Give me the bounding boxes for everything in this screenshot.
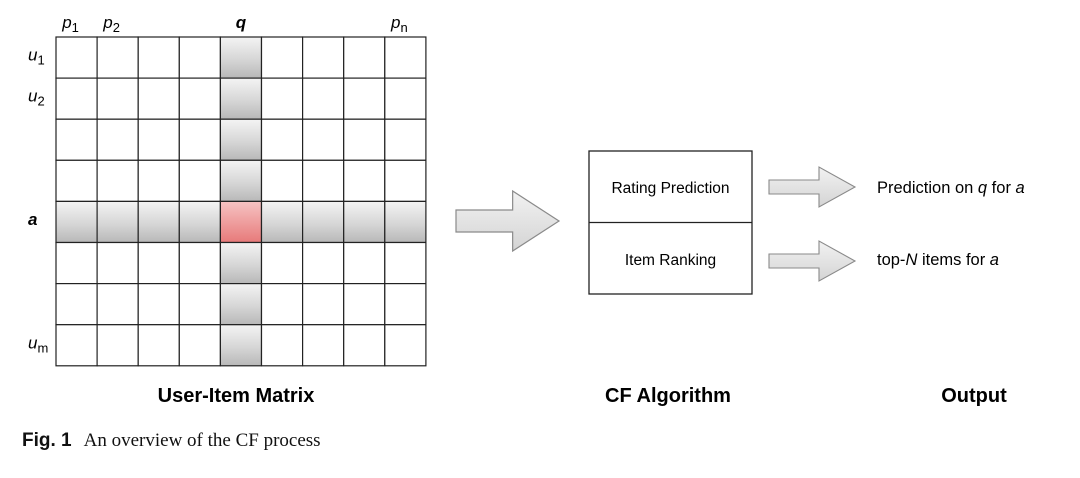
algorithm-title: CF Algorithm	[605, 385, 731, 407]
output-topn-text: top-N items for a	[877, 251, 999, 269]
matrix-cell-highlighted	[96, 200, 139, 244]
matrix-cell	[137, 118, 180, 161]
matrix-cell	[96, 324, 139, 367]
matrix-cell	[384, 159, 427, 203]
matrix-cell	[55, 159, 98, 203]
matrix-cell	[302, 241, 345, 285]
matrix-title: User-Item Matrix	[158, 385, 315, 407]
matrix-cell	[384, 77, 427, 120]
matrix-cell	[96, 36, 139, 79]
item-ranking-label: Item Ranking	[625, 252, 716, 269]
matrix-cell	[343, 283, 386, 326]
matrix-cell-highlighted	[137, 200, 180, 244]
matrix-cell	[178, 324, 222, 367]
matrix-cell-highlighted	[302, 200, 345, 244]
matrix-cell	[178, 77, 222, 120]
matrix-cell	[137, 283, 180, 326]
matrix-cell	[343, 118, 386, 161]
column-label: p2	[102, 13, 120, 35]
matrix-cell	[55, 77, 98, 120]
matrix-cell	[178, 159, 222, 203]
matrix-cell	[96, 159, 139, 203]
row-label: um	[28, 333, 48, 355]
matrix-cell	[96, 77, 139, 120]
matrix-cell	[384, 241, 427, 285]
matrix-cell	[302, 159, 345, 203]
figure-caption: Fig. 1 An overview of the CF process	[22, 430, 321, 452]
matrix-cell	[384, 283, 427, 326]
matrix-cell-target	[219, 200, 263, 244]
matrix-cell-highlighted	[219, 36, 263, 79]
matrix-cell	[302, 36, 345, 79]
cf-algorithm-box: Rating Prediction Item Ranking	[588, 150, 753, 295]
matrix-cell	[55, 324, 98, 367]
matrix-cell	[384, 118, 427, 161]
matrix-cell	[96, 118, 139, 161]
matrix-cell	[302, 118, 345, 161]
matrix-cell	[260, 77, 304, 120]
column-label: p1	[61, 13, 79, 35]
matrix-cell-highlighted	[219, 77, 263, 120]
matrix-cell	[96, 241, 139, 285]
matrix-cell	[178, 36, 222, 79]
matrix-cell-highlighted	[384, 200, 427, 244]
matrix-cell-highlighted	[219, 159, 263, 203]
matrix-cell	[55, 283, 98, 326]
matrix-cell	[302, 77, 345, 120]
output-title: Output	[941, 385, 1007, 407]
matrix-cell-highlighted	[343, 200, 386, 244]
row-label: u2	[28, 87, 45, 109]
matrix-cell	[178, 118, 222, 161]
column-label: q	[236, 13, 247, 32]
matrix-cell	[260, 241, 304, 285]
matrix-cell-highlighted	[178, 200, 222, 244]
matrix-cell	[343, 241, 386, 285]
matrix-cell	[260, 36, 304, 79]
figure-label: Fig. 1	[22, 430, 72, 451]
matrix-cell	[260, 324, 304, 367]
large-right-arrow-icon	[455, 189, 561, 253]
matrix-cell	[343, 324, 386, 367]
rating-prediction-label: Rating Prediction	[611, 180, 729, 197]
matrix-cell	[343, 77, 386, 120]
matrix-cell	[55, 118, 98, 161]
matrix-cell	[302, 283, 345, 326]
matrix-cell	[96, 283, 139, 326]
matrix-cell	[384, 324, 427, 367]
matrix-cell-highlighted	[260, 200, 304, 244]
matrix-cell	[137, 77, 180, 120]
matrix-labels: p1 p2 q pn u1 u2 a um	[28, 13, 408, 355]
output-arrows	[768, 166, 857, 282]
matrix-cell	[260, 159, 304, 203]
matrix-cell	[178, 283, 222, 326]
caption-text: An overview of the CF process	[83, 430, 321, 451]
matrix-cell	[178, 241, 222, 285]
matrix-cell	[137, 36, 180, 79]
matrix-cell	[137, 159, 180, 203]
matrix-cell-highlighted	[219, 324, 263, 367]
matrix-cell	[260, 283, 304, 326]
flow-arrow-matrix-to-algorithm	[455, 189, 561, 253]
matrix-cell-highlighted	[219, 283, 263, 326]
matrix-cell	[343, 159, 386, 203]
arrow-to-prediction-icon	[768, 166, 857, 208]
matrix-cell-highlighted	[219, 241, 263, 285]
matrix-cell-highlighted	[55, 200, 98, 244]
user-item-matrix	[55, 36, 427, 367]
matrix-cell	[137, 324, 180, 367]
row-label: a	[28, 210, 37, 229]
column-label: pn	[390, 13, 408, 35]
matrix-cell	[302, 324, 345, 367]
matrix-cell	[55, 36, 98, 79]
matrix-cell	[137, 241, 180, 285]
arrow-to-topn-icon	[768, 240, 857, 282]
output-prediction-text: Prediction on q for a	[877, 179, 1025, 197]
matrix-cell	[384, 36, 427, 79]
matrix-cell	[343, 36, 386, 79]
matrix-cell-highlighted	[219, 118, 263, 161]
matrix-cell	[55, 241, 98, 285]
row-label: u1	[28, 46, 45, 68]
matrix-cell	[260, 118, 304, 161]
